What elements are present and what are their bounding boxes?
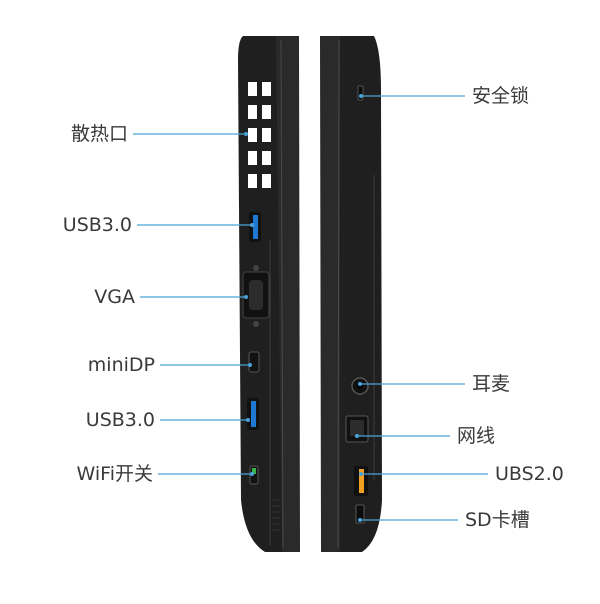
label-lock: 安全锁	[472, 85, 530, 107]
minidp-port-icon	[248, 351, 260, 373]
usb-port-icon	[249, 212, 261, 242]
usb-port-icon-2	[247, 398, 259, 430]
laptop-left-side	[238, 36, 300, 552]
label-ethernet: 网线	[457, 425, 496, 447]
left-leader-lines	[133, 133, 252, 475]
right-side-lid	[320, 36, 342, 552]
vent-icon	[248, 82, 271, 188]
label-minidp: miniDP	[87, 354, 155, 376]
label-usb3-a: USB3.0	[62, 214, 132, 236]
usb2-port-icon	[354, 466, 368, 496]
ethernet-port-icon	[345, 415, 369, 443]
sd-slot-icon	[355, 504, 365, 524]
label-vent: 散热口	[70, 123, 128, 145]
wifi-switch-icon	[249, 465, 259, 485]
vga-port-icon	[242, 265, 270, 327]
label-usb3-b: USB3.0	[85, 409, 155, 431]
label-usb2: UBS2.0	[495, 463, 564, 485]
right-leader-dots	[355, 94, 363, 522]
laptop-right-side	[320, 36, 382, 552]
label-sd: SD卡槽	[465, 509, 530, 531]
left-side-lid	[276, 36, 300, 552]
right-leader-lines	[357, 95, 488, 521]
label-vga: VGA	[94, 286, 135, 308]
label-audio: 耳麦	[472, 373, 511, 395]
left-leader-dots	[244, 132, 254, 476]
label-wifi: WiFi开关	[76, 463, 153, 485]
